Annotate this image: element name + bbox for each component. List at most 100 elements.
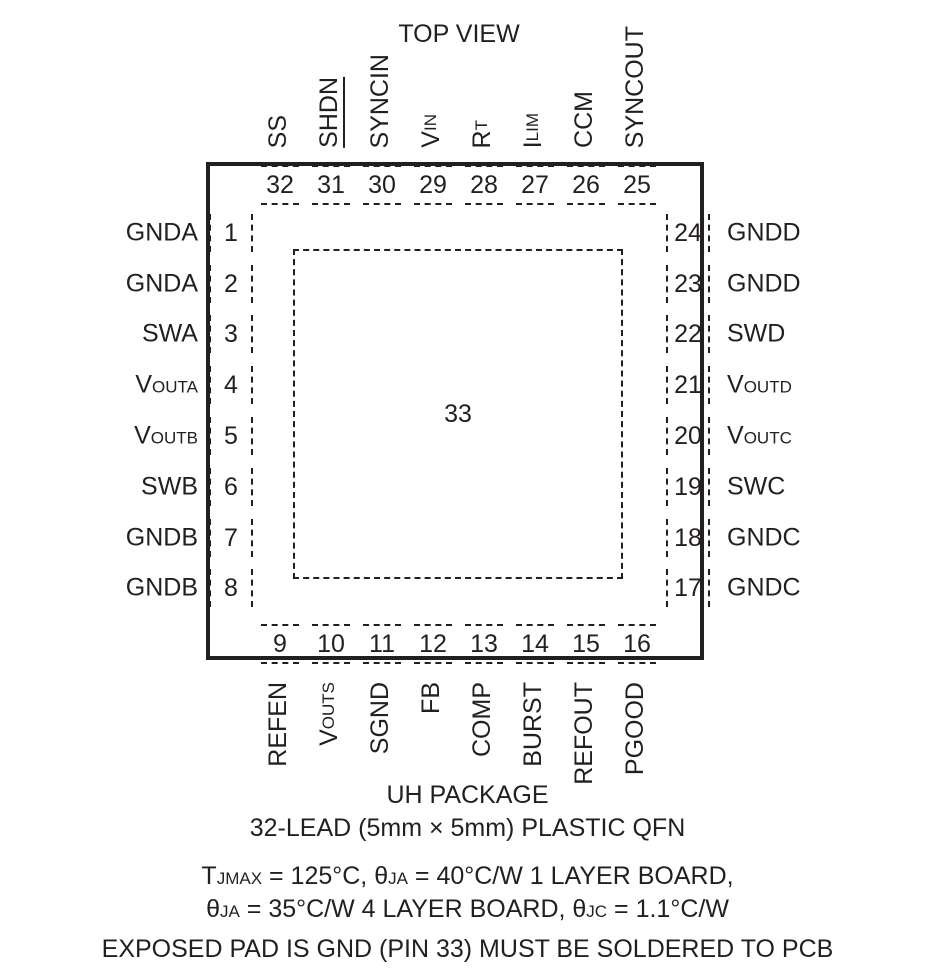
pin-label-text: GNDA <box>125 269 198 298</box>
pin-label-subscript: OUTB <box>150 428 198 448</box>
pin-label: VOUTA <box>135 371 198 399</box>
pin-number-30: 30 <box>363 165 401 205</box>
right-pin-label-22: SWD <box>727 320 785 348</box>
pin-label: GNDA <box>126 219 198 247</box>
thermal-1layer-text: = 40°C/W 1 LAYER BOARD, <box>407 862 734 890</box>
pin-label-text: SHDN <box>315 77 345 148</box>
pin-label-text: SYNCIN <box>366 53 394 148</box>
pin-number-9: 9 <box>261 624 299 664</box>
bottom-pin-label-13: COMP <box>468 682 496 757</box>
pin-label: FB <box>417 682 445 714</box>
pin-label: REFOUT <box>570 682 598 785</box>
pin-number-8: 8 <box>209 569 253 607</box>
pin-label: GNDD <box>727 219 801 247</box>
bottom-pin-label-16: PGOOD <box>621 682 649 775</box>
top-pin-label-27: ILIM <box>519 113 547 148</box>
pin-label: REFEN <box>264 682 292 767</box>
pin-number-32: 32 <box>261 165 299 205</box>
thermal-tjmax-sub: JMAX <box>216 869 263 888</box>
right-pin-label-21: VOUTD <box>727 370 792 399</box>
pin-label: SWD <box>727 320 785 348</box>
top-pin-label-29: VIN <box>417 114 445 148</box>
pin-label-text: GNDD <box>727 218 801 247</box>
exposed-pad-note: EXPOSED PAD IS GND (PIN 33) MUST BE SOLD… <box>101 935 834 963</box>
package-outline <box>206 162 704 660</box>
thermal-theta-jc-sub: JC <box>586 902 608 921</box>
pin-label: ILIM <box>519 113 547 148</box>
pin-number-7: 7 <box>209 519 253 557</box>
pin-label: VOUTS <box>315 682 343 746</box>
pin-label-text: REFEN <box>264 682 292 767</box>
pin-number-4: 4 <box>209 366 253 404</box>
pin-number-15: 15 <box>567 624 605 664</box>
pin-label: VIN <box>417 114 445 148</box>
left-pin-label-5: VOUTB <box>134 422 198 450</box>
right-pin-label-18: GNDC <box>727 523 801 552</box>
thermal-jc-text: = 1.1°C/W <box>607 895 729 923</box>
pin-label: RT <box>468 120 496 148</box>
pin-label-text: V <box>135 370 153 399</box>
pin-label-text: GNDC <box>727 523 801 552</box>
pin-label-subscript: IN <box>421 114 440 132</box>
pin-label-text: SWA <box>141 319 198 348</box>
pin-label-text: GNDB <box>125 523 198 552</box>
pin-label-text: V <box>315 729 343 746</box>
bottom-pin-label-9: REFEN <box>264 682 292 767</box>
pin-label-text: I <box>519 141 547 148</box>
pin-label-text: SYNCOUT <box>621 25 649 148</box>
pin-label: VOUTB <box>134 422 198 450</box>
pin-number-29: 29 <box>414 165 452 205</box>
top-pin-label-30: SYNCIN <box>366 54 394 148</box>
pin-label: SWA <box>142 320 198 348</box>
pin-number-3: 3 <box>209 315 253 353</box>
bottom-pin-label-12: FB <box>417 682 445 714</box>
right-pin-label-24: GNDD <box>727 219 801 247</box>
pin-label: CCM <box>570 91 598 148</box>
pin-label: PGOOD <box>621 682 649 775</box>
pin-label-text: V <box>134 421 151 450</box>
top-pin-label-25: SYNCOUT <box>621 25 649 148</box>
pin-number-17: 17 <box>666 569 710 607</box>
pin-label-text: V <box>417 131 445 148</box>
pin-label: SS <box>264 115 292 148</box>
pin-number-28: 28 <box>465 165 503 205</box>
pin-label: GNDD <box>727 270 801 298</box>
pin-label: COMP <box>468 682 496 757</box>
pin-number-24: 24 <box>666 214 710 252</box>
right-pin-label-23: GNDD <box>727 270 801 298</box>
pin-label: SYNCIN <box>366 54 394 148</box>
diagram-title: TOP VIEW <box>398 20 520 48</box>
pin-number-27: 27 <box>516 165 554 205</box>
pin-label-text: BURST <box>519 682 547 767</box>
left-pin-label-8: GNDB <box>126 575 198 601</box>
thermal-theta2-sub: JA <box>219 902 240 921</box>
pin-label-text: V <box>727 370 744 399</box>
pin-number-25: 25 <box>618 165 656 205</box>
left-pin-label-1: GNDA <box>126 219 198 247</box>
thermal-line-2: θJA = 35°C/W 4 LAYER BOARD, θJC = 1.1°C/… <box>0 897 935 922</box>
pin-label-text: REFOUT <box>570 682 598 785</box>
pin-label-subscript: OUTC <box>743 428 792 448</box>
pin-number-21: 21 <box>666 366 710 404</box>
thermal-line-1: TJMAX = 125°C, θJA = 40°C/W 1 LAYER BOAR… <box>0 864 935 889</box>
bottom-pin-label-10: VOUTS <box>315 682 343 746</box>
pin-number-14: 14 <box>516 624 554 664</box>
pin-number-18: 18 <box>666 519 710 557</box>
pin-label-text: R <box>468 129 496 148</box>
pin-label: GNDB <box>126 524 198 552</box>
pin-number-19: 19 <box>666 468 710 506</box>
pin-number-22: 22 <box>666 315 710 353</box>
pin-label: BURST <box>519 682 547 767</box>
pin-label-subscript: LIM <box>523 112 542 142</box>
thermal-theta-ja-sub: JA <box>388 869 408 888</box>
top-pin-label-32: SS <box>264 115 292 148</box>
pin-label: SHDN <box>315 77 345 148</box>
left-pin-label-7: GNDB <box>126 524 198 552</box>
pin-label-text: SWD <box>727 319 786 348</box>
bottom-pin-label-14: BURST <box>519 682 547 767</box>
left-pin-label-2: GNDA <box>125 269 198 298</box>
pin-label-text: V <box>727 421 744 450</box>
thermal-4layer-text: = 35°C/W 4 LAYER BOARD, θ <box>239 895 587 923</box>
pin-label: VOUTC <box>727 422 792 450</box>
pin-label-text: FB <box>417 682 445 714</box>
